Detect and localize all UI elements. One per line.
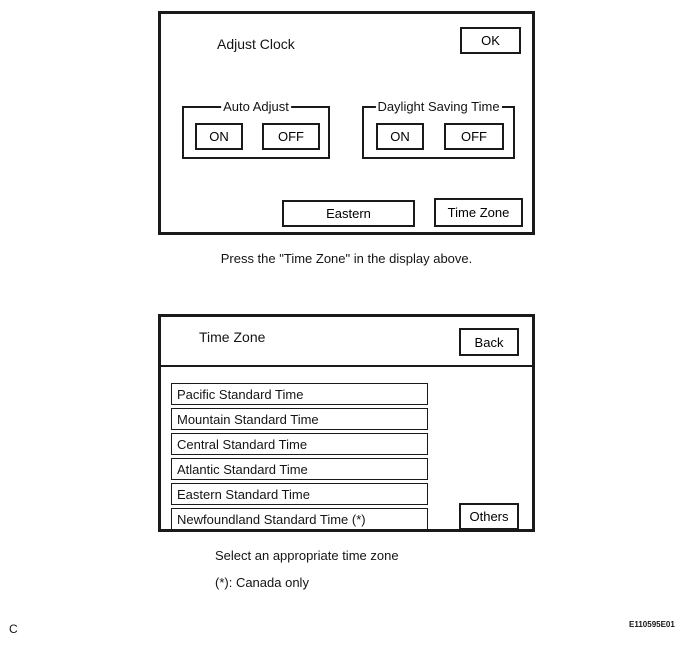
back-button[interactable]: Back <box>459 328 519 356</box>
figure-code: E110595E01 <box>629 620 675 629</box>
auto-adjust-group: Auto Adjust ON OFF <box>182 99 330 159</box>
canada-only-note: (*): Canada only <box>215 575 309 590</box>
time-zone-display: Time Zone Back Pacific Standard Time Mou… <box>158 314 535 532</box>
time-zone-button[interactable]: Time Zone <box>434 198 523 227</box>
zone-item-pacific[interactable]: Pacific Standard Time <box>171 383 428 405</box>
adjust-clock-title: Adjust Clock <box>217 36 295 52</box>
auto-adjust-on-button[interactable]: ON <box>195 123 243 150</box>
daylight-saving-group-label: Daylight Saving Time <box>375 99 502 114</box>
adjust-clock-display: Adjust Clock OK Auto Adjust ON OFF Dayli… <box>158 11 535 235</box>
zone-item-central[interactable]: Central Standard Time <box>171 433 428 455</box>
daylight-saving-off-button[interactable]: OFF <box>444 123 504 150</box>
ok-button[interactable]: OK <box>460 27 521 54</box>
auto-adjust-group-label: Auto Adjust <box>221 99 291 114</box>
select-time-zone-instruction: Select an appropriate time zone <box>215 548 399 563</box>
eastern-button[interactable]: Eastern <box>282 200 415 227</box>
others-button[interactable]: Others <box>459 503 519 530</box>
press-time-zone-instruction: Press the "Time Zone" in the display abo… <box>220 251 473 266</box>
header-divider <box>161 365 532 367</box>
page-corner-mark: C <box>9 622 18 636</box>
zone-item-mountain[interactable]: Mountain Standard Time <box>171 408 428 430</box>
time-zone-title: Time Zone <box>199 329 266 345</box>
zone-item-eastern[interactable]: Eastern Standard Time <box>171 483 428 505</box>
zone-item-atlantic[interactable]: Atlantic Standard Time <box>171 458 428 480</box>
daylight-saving-on-button[interactable]: ON <box>376 123 424 150</box>
zone-item-newfoundland[interactable]: Newfoundland Standard Time (*) <box>171 508 428 530</box>
daylight-saving-group: Daylight Saving Time ON OFF <box>362 99 515 159</box>
auto-adjust-off-button[interactable]: OFF <box>262 123 320 150</box>
